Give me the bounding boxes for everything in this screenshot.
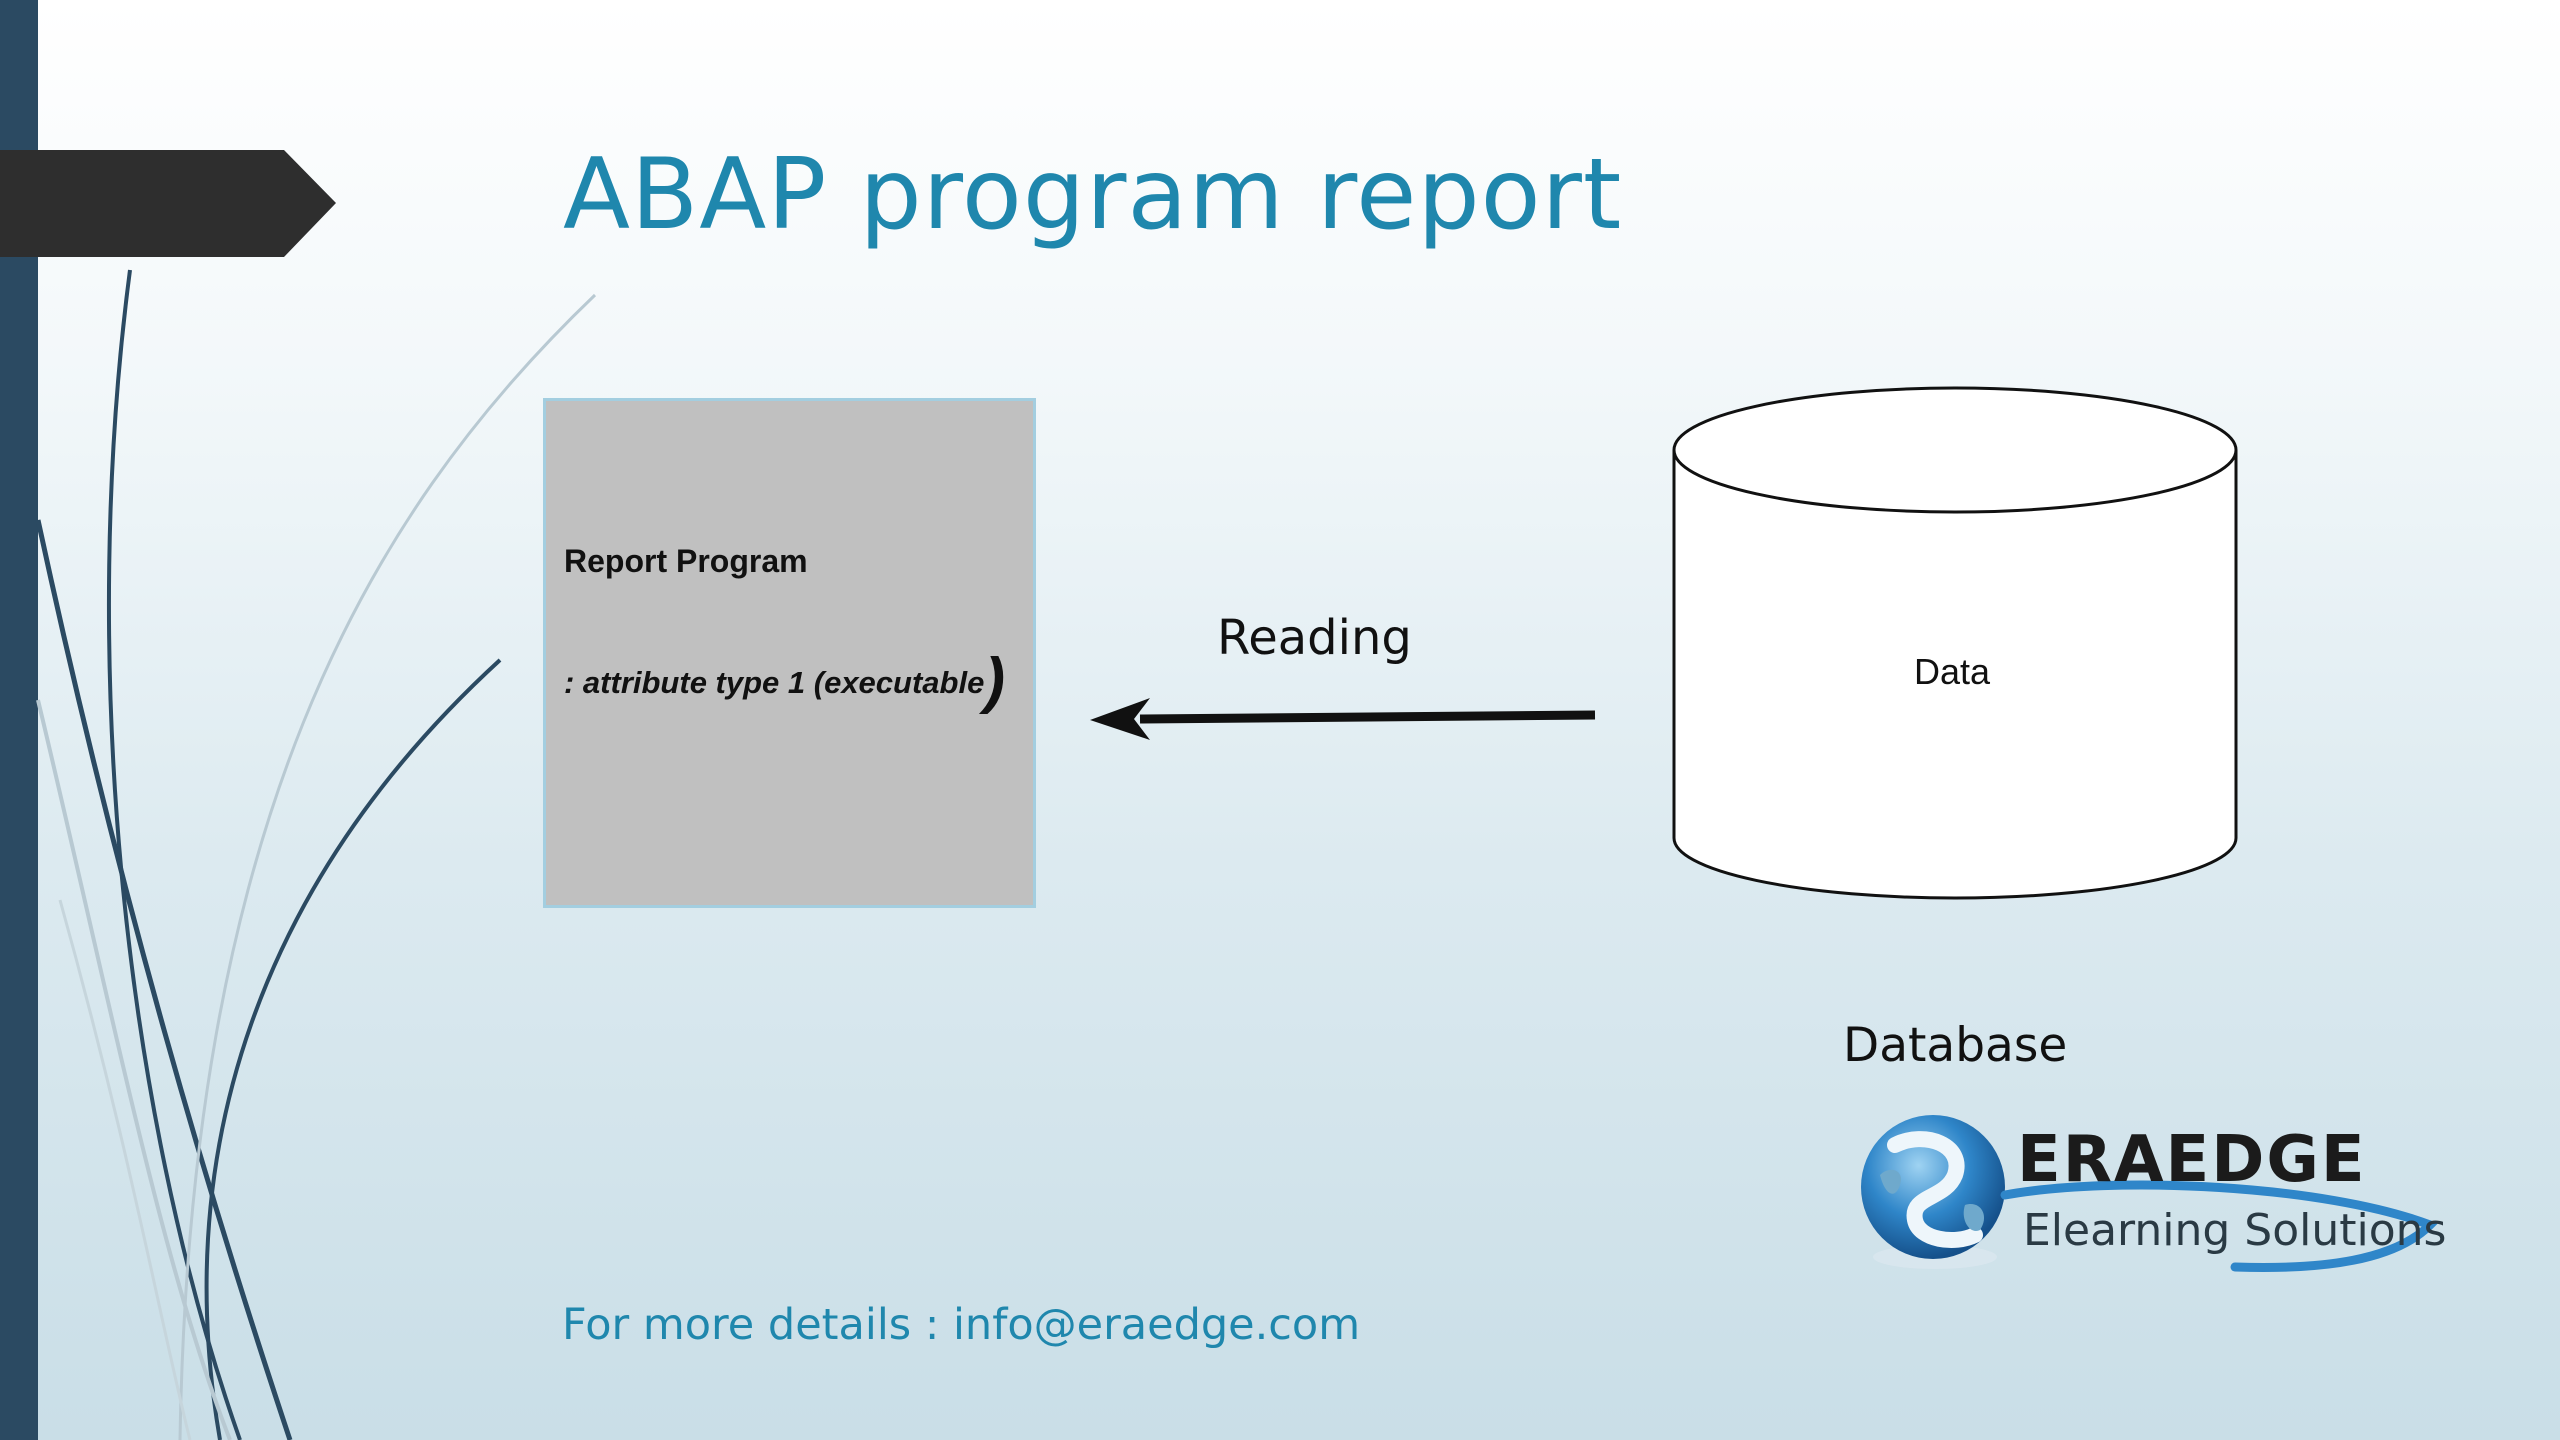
reading-label: Reading — [1217, 610, 1412, 666]
eraedge-logo: ERAEDGE Elearning Solutions — [1855, 1105, 2447, 1280]
logo-globe-icon — [1861, 1115, 2439, 1272]
attribute-type-text: : attribute type 1 (executable — [564, 665, 985, 700]
database-caption: Database — [1843, 1018, 2068, 1073]
database-cylinder — [1672, 386, 2238, 900]
report-program-box: Report Program : attribute type 1 (execu… — [543, 398, 1036, 908]
reading-arrow — [1090, 698, 1596, 740]
attribute-type-label: : attribute type 1 (executable) — [564, 645, 1005, 716]
report-program-label: Report Program — [564, 543, 808, 579]
footer-contact: For more details : info@eraedge.com — [562, 1300, 1361, 1350]
logo-tagline: Elearning Solutions — [2023, 1205, 2447, 1256]
logo-wordmark: ERAEDGE — [2017, 1123, 2367, 1197]
closing-paren: ) — [984, 646, 1005, 715]
data-label: Data — [1914, 651, 1991, 692]
title-tab-arrow — [0, 150, 336, 257]
decorative-swooshes — [35, 269, 597, 1440]
slide-title: ABAP program report — [563, 138, 1623, 252]
